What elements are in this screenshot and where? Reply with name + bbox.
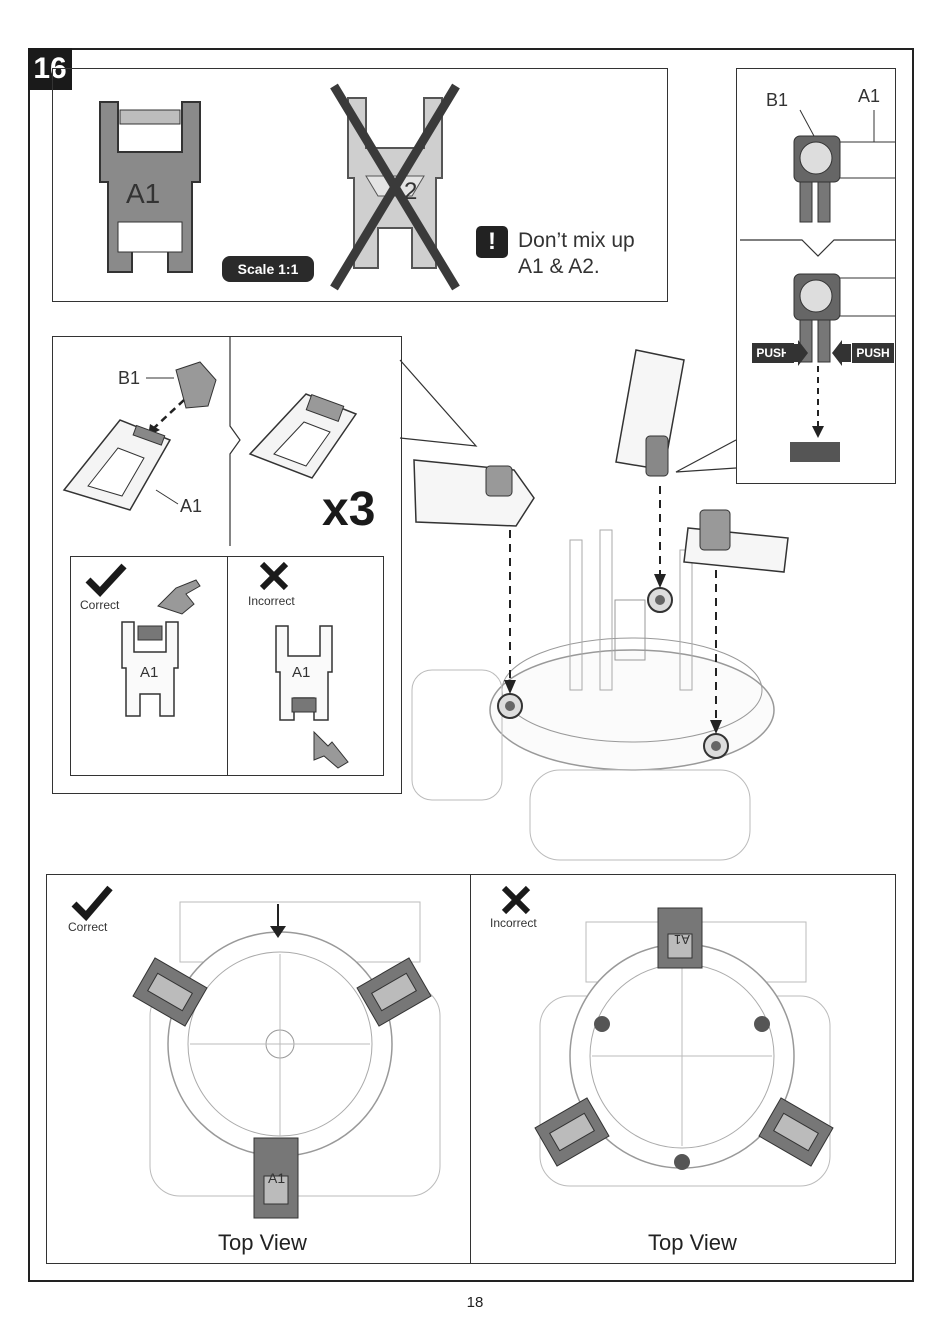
cross-out-icon bbox=[330, 82, 460, 292]
incorrect-part-a1-label: A1 bbox=[292, 664, 310, 681]
check-icon bbox=[70, 884, 114, 920]
correct-label-small: Correct bbox=[80, 598, 119, 612]
pointing-hand-icon bbox=[308, 728, 352, 768]
assembly-divider bbox=[226, 336, 246, 546]
assembly-a1-label: A1 bbox=[180, 496, 202, 517]
part-a1-label: A1 bbox=[126, 178, 160, 210]
page-number: 18 bbox=[0, 1294, 950, 1311]
check-icon bbox=[84, 562, 128, 596]
top-view-right-caption: Top View bbox=[648, 1230, 737, 1256]
top-view-incorrect-illustration bbox=[520, 906, 860, 1226]
push-left-arrow-icon bbox=[786, 340, 808, 366]
inset-divider-arrow bbox=[740, 238, 896, 258]
warning-icon: ! bbox=[476, 226, 508, 258]
top-view-left-caption: Top View bbox=[218, 1230, 307, 1256]
top-view-left-a1-label: A1 bbox=[268, 1170, 285, 1186]
assembly-callout-pointer bbox=[400, 360, 480, 450]
top-view-correct-label: Correct bbox=[68, 920, 107, 934]
warning-line-2: A1 & A2. bbox=[518, 254, 635, 280]
inset-b1-label: B1 bbox=[766, 90, 788, 111]
orientation-divider bbox=[227, 556, 228, 776]
push-right-label: PUSH bbox=[840, 342, 906, 364]
pointing-hand-icon bbox=[156, 576, 202, 614]
warning-text: Don’t mix up A1 & A2. bbox=[518, 228, 635, 280]
inset-clip-illustration-top bbox=[790, 110, 896, 230]
scale-badge: Scale 1:1 bbox=[222, 256, 314, 282]
incorrect-label-small: Incorrect bbox=[248, 594, 295, 608]
inset-clip-illustration-bottom bbox=[790, 270, 896, 470]
top-view-right-a1-label: A1 bbox=[674, 932, 690, 947]
assembled-part-illustration bbox=[246, 384, 366, 494]
top-view-divider bbox=[470, 874, 471, 1264]
correct-part-a1-label: A1 bbox=[140, 664, 158, 681]
inset-a1-label: A1 bbox=[858, 86, 880, 107]
cross-icon bbox=[258, 560, 290, 592]
warning-line-1: Don’t mix up bbox=[518, 228, 635, 254]
multiplier-label: x3 bbox=[322, 482, 375, 537]
robot-body-assembly-illustration bbox=[400, 440, 800, 870]
